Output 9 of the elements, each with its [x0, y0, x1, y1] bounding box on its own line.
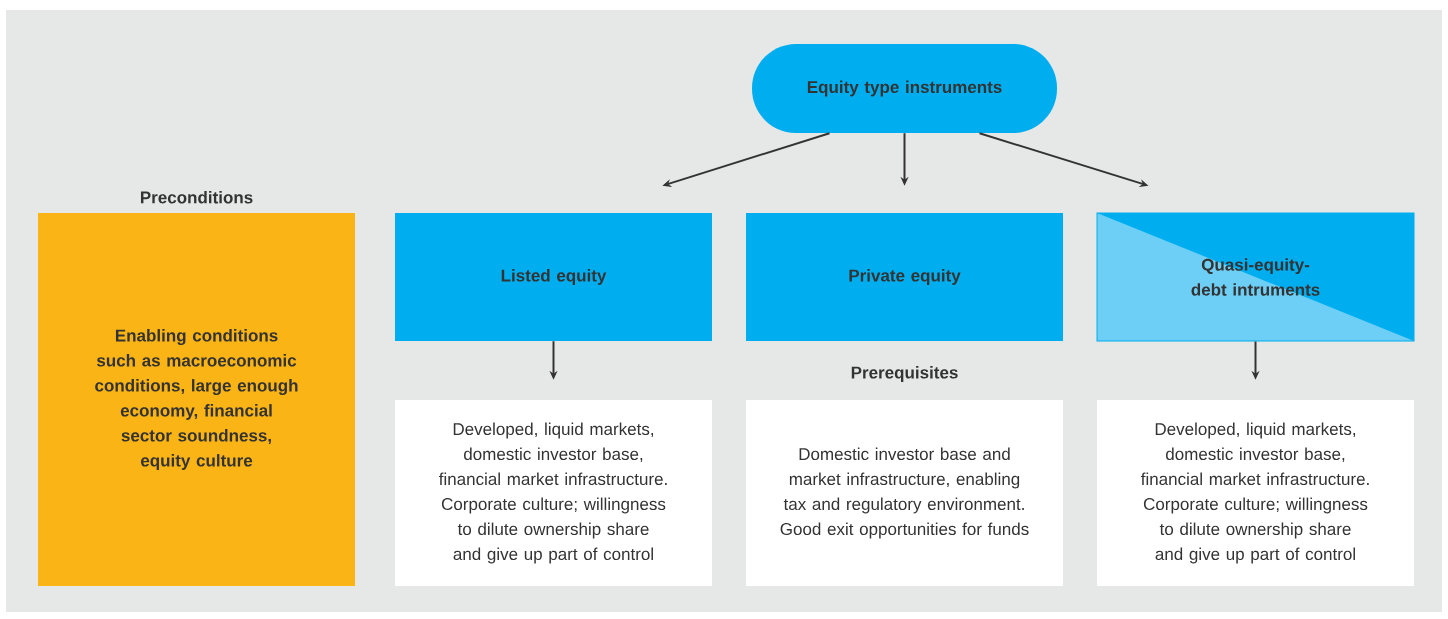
text-box: Developed, liquid markets, domestic investor base, financial market infrastructure. Corporate culture; willingness to dilute ownership share and give up part of control [1097, 400, 1414, 586]
text-box: Domestic investor base and market infrastructure, enabling tax and regulatory environment. Good exit opportunities for funds [746, 400, 1063, 586]
category-box: Private equity [746, 213, 1063, 341]
condition-box: Preconditions Enabling conditions such as macroeconomic conditions, large enough economy, financial sector soundness, equity culture [38, 191, 355, 586]
pill-box: Equity type instruments [752, 44, 1057, 133]
node-label: Preconditions [140, 190, 253, 204]
category-box: Listed equity [395, 213, 712, 341]
text-box: Developed, liquid markets, domestic investor base, financial market infrastructure. Corporate culture; willingness to dilute ownership share and give up part of control [395, 400, 712, 586]
heading: Prerequisites [851, 366, 958, 382]
